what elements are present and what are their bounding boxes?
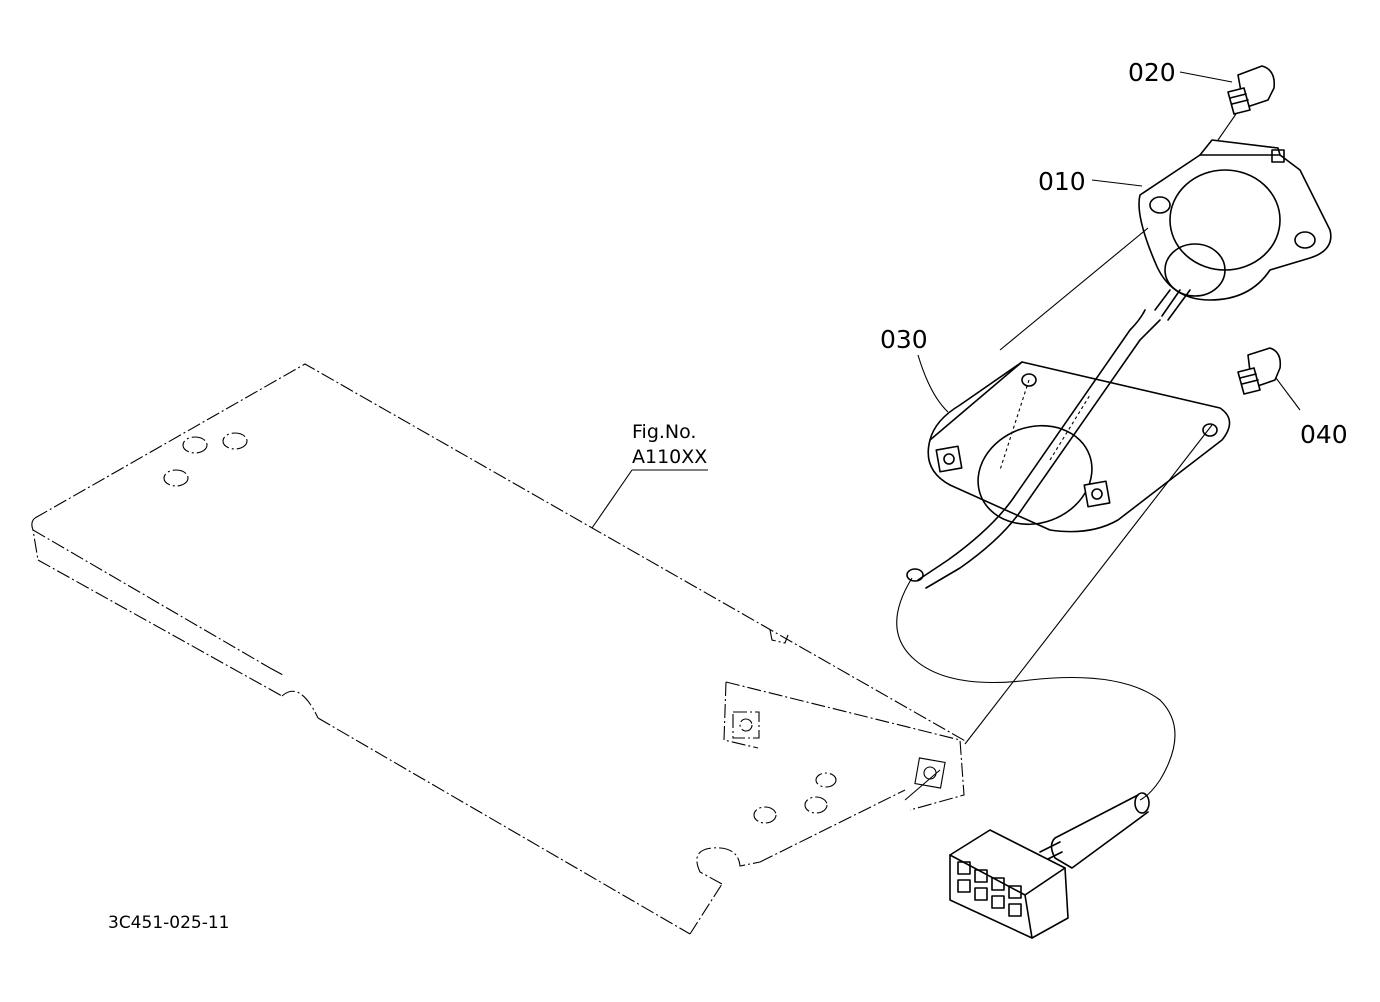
sensor-010 xyxy=(906,139,1332,589)
callout-010: 010 xyxy=(1038,167,1086,196)
connector xyxy=(949,792,1150,939)
bracket-plate-030 xyxy=(927,361,1231,533)
connector-pins xyxy=(957,861,1022,917)
callout-040: 040 xyxy=(1300,420,1348,449)
callout-020: 020 xyxy=(1128,58,1176,87)
fig-no-label: Fig.No. xyxy=(632,421,696,443)
bolt-020 xyxy=(1227,65,1276,115)
fig-no-value: A110XX xyxy=(632,446,707,468)
bolt-040 xyxy=(1237,347,1282,395)
mounting-panel xyxy=(31,363,968,935)
drawing-code: 3C451-025-11 xyxy=(108,913,229,933)
callout-030: 030 xyxy=(880,325,928,354)
